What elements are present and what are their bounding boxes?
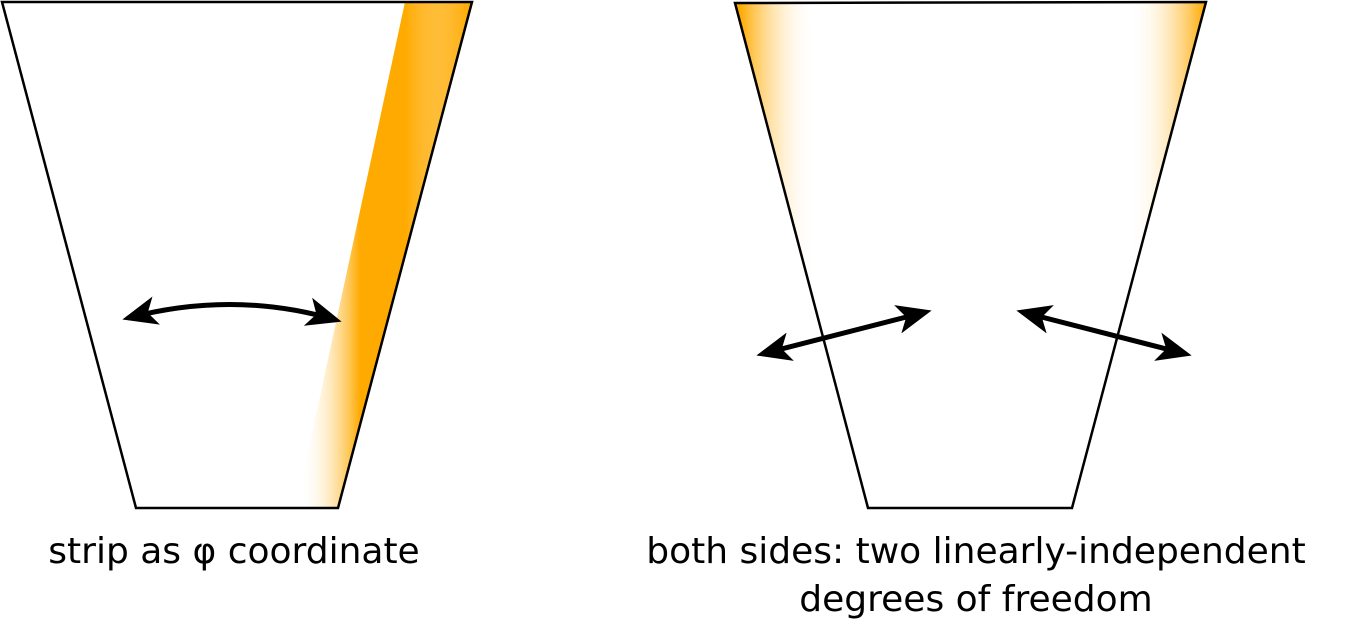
left-caption: strip as φ coordinate <box>48 531 420 572</box>
right-trapezoid-left-gradient-band <box>735 3 935 508</box>
left-trapezoid-outline <box>0 0 474 510</box>
right-caption-line-1: both sides: two linearly-independent <box>646 531 1306 572</box>
left-trapezoid-group <box>0 0 474 510</box>
curved-double-headed-arrow <box>122 296 342 326</box>
left-trapezoid-right-gradient-band-upper <box>352 2 472 255</box>
left-double-headed-arrow <box>756 305 932 361</box>
right-trapezoid-group <box>733 0 1208 510</box>
right-caption: both sides: two linearly-independent deg… <box>606 528 1346 623</box>
right-trapezoid-right-gradient-band <box>1005 2 1206 508</box>
right-caption-line-2: degrees of freedom <box>799 579 1153 620</box>
right-double-headed-arrow <box>1016 305 1192 361</box>
